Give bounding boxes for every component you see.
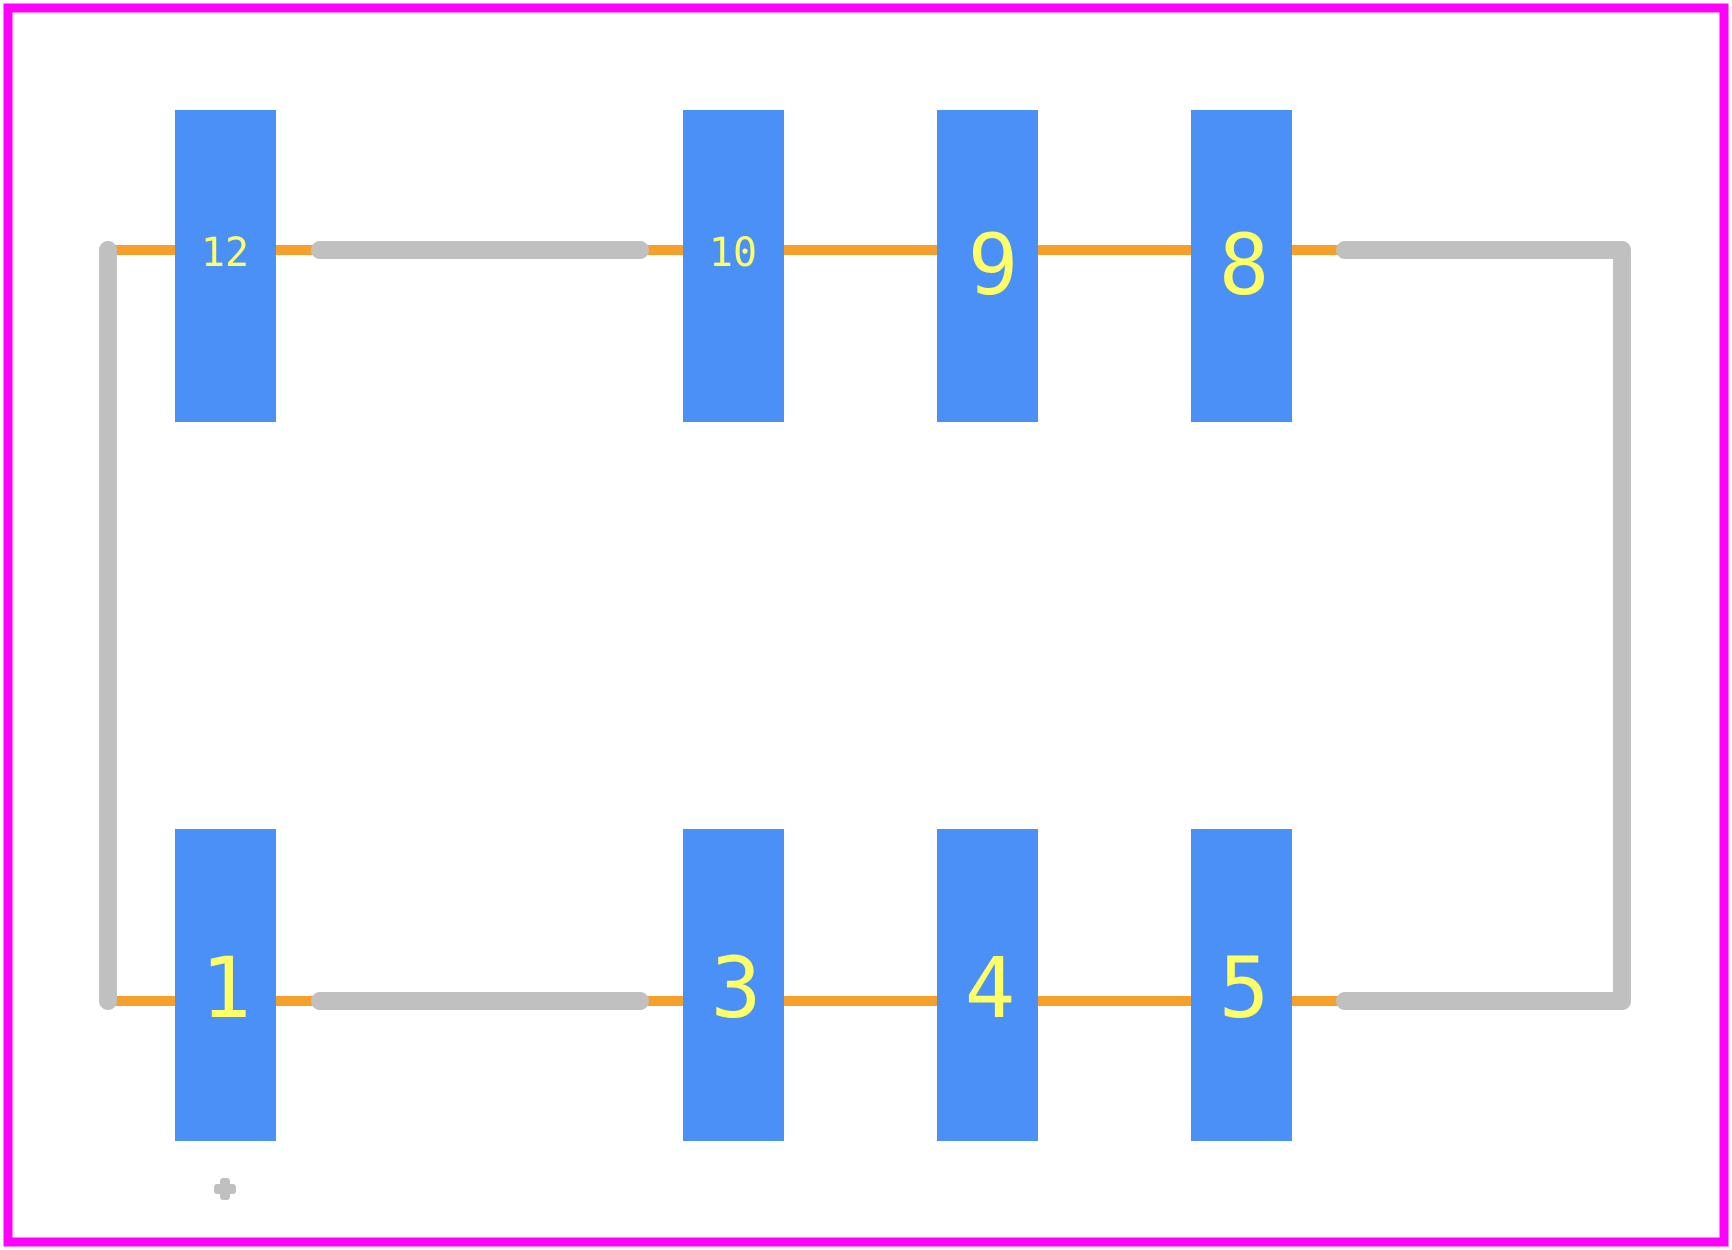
pad-8[interactable]: 8 [1191,110,1292,422]
pads-bottom-row: 1 3 4 5 [175,829,1292,1141]
pad-12-label: 12 [201,230,249,276]
pad-5-label: 5 [1219,939,1270,1037]
origin-cross-icon [214,1178,236,1200]
pad-3[interactable]: 3 [683,829,784,1141]
pad-9-label: 9 [968,216,1019,314]
pad-10[interactable]: 10 [683,110,784,422]
pad-10-label: 10 [709,230,757,276]
silkscreen-outline [99,241,1631,1010]
pad-8-label: 8 [1219,216,1270,314]
pad-4[interactable]: 4 [937,829,1038,1141]
pad-12[interactable]: 12 [175,110,276,422]
pad-9-body [937,110,1038,422]
pads-top-row: 12 10 9 8 [175,110,1292,422]
pad-12-body [175,110,276,422]
pad-3-body [683,829,784,1141]
pad-3-label: 3 [711,939,762,1037]
pad-1[interactable]: 1 [175,829,276,1141]
pad-9[interactable]: 9 [937,110,1038,422]
pad-1-label: 1 [201,939,252,1037]
silk-right-bracket [1336,241,1631,1010]
pad-5[interactable]: 5 [1191,829,1292,1141]
pad-1-body [175,829,276,1141]
pad-4-label: 4 [965,939,1016,1037]
board-outline [3,3,1729,1247]
pad-8-body [1191,110,1292,422]
pad-10-body [683,110,784,422]
pad-5-body [1191,829,1292,1141]
pad-4-body [937,829,1038,1141]
